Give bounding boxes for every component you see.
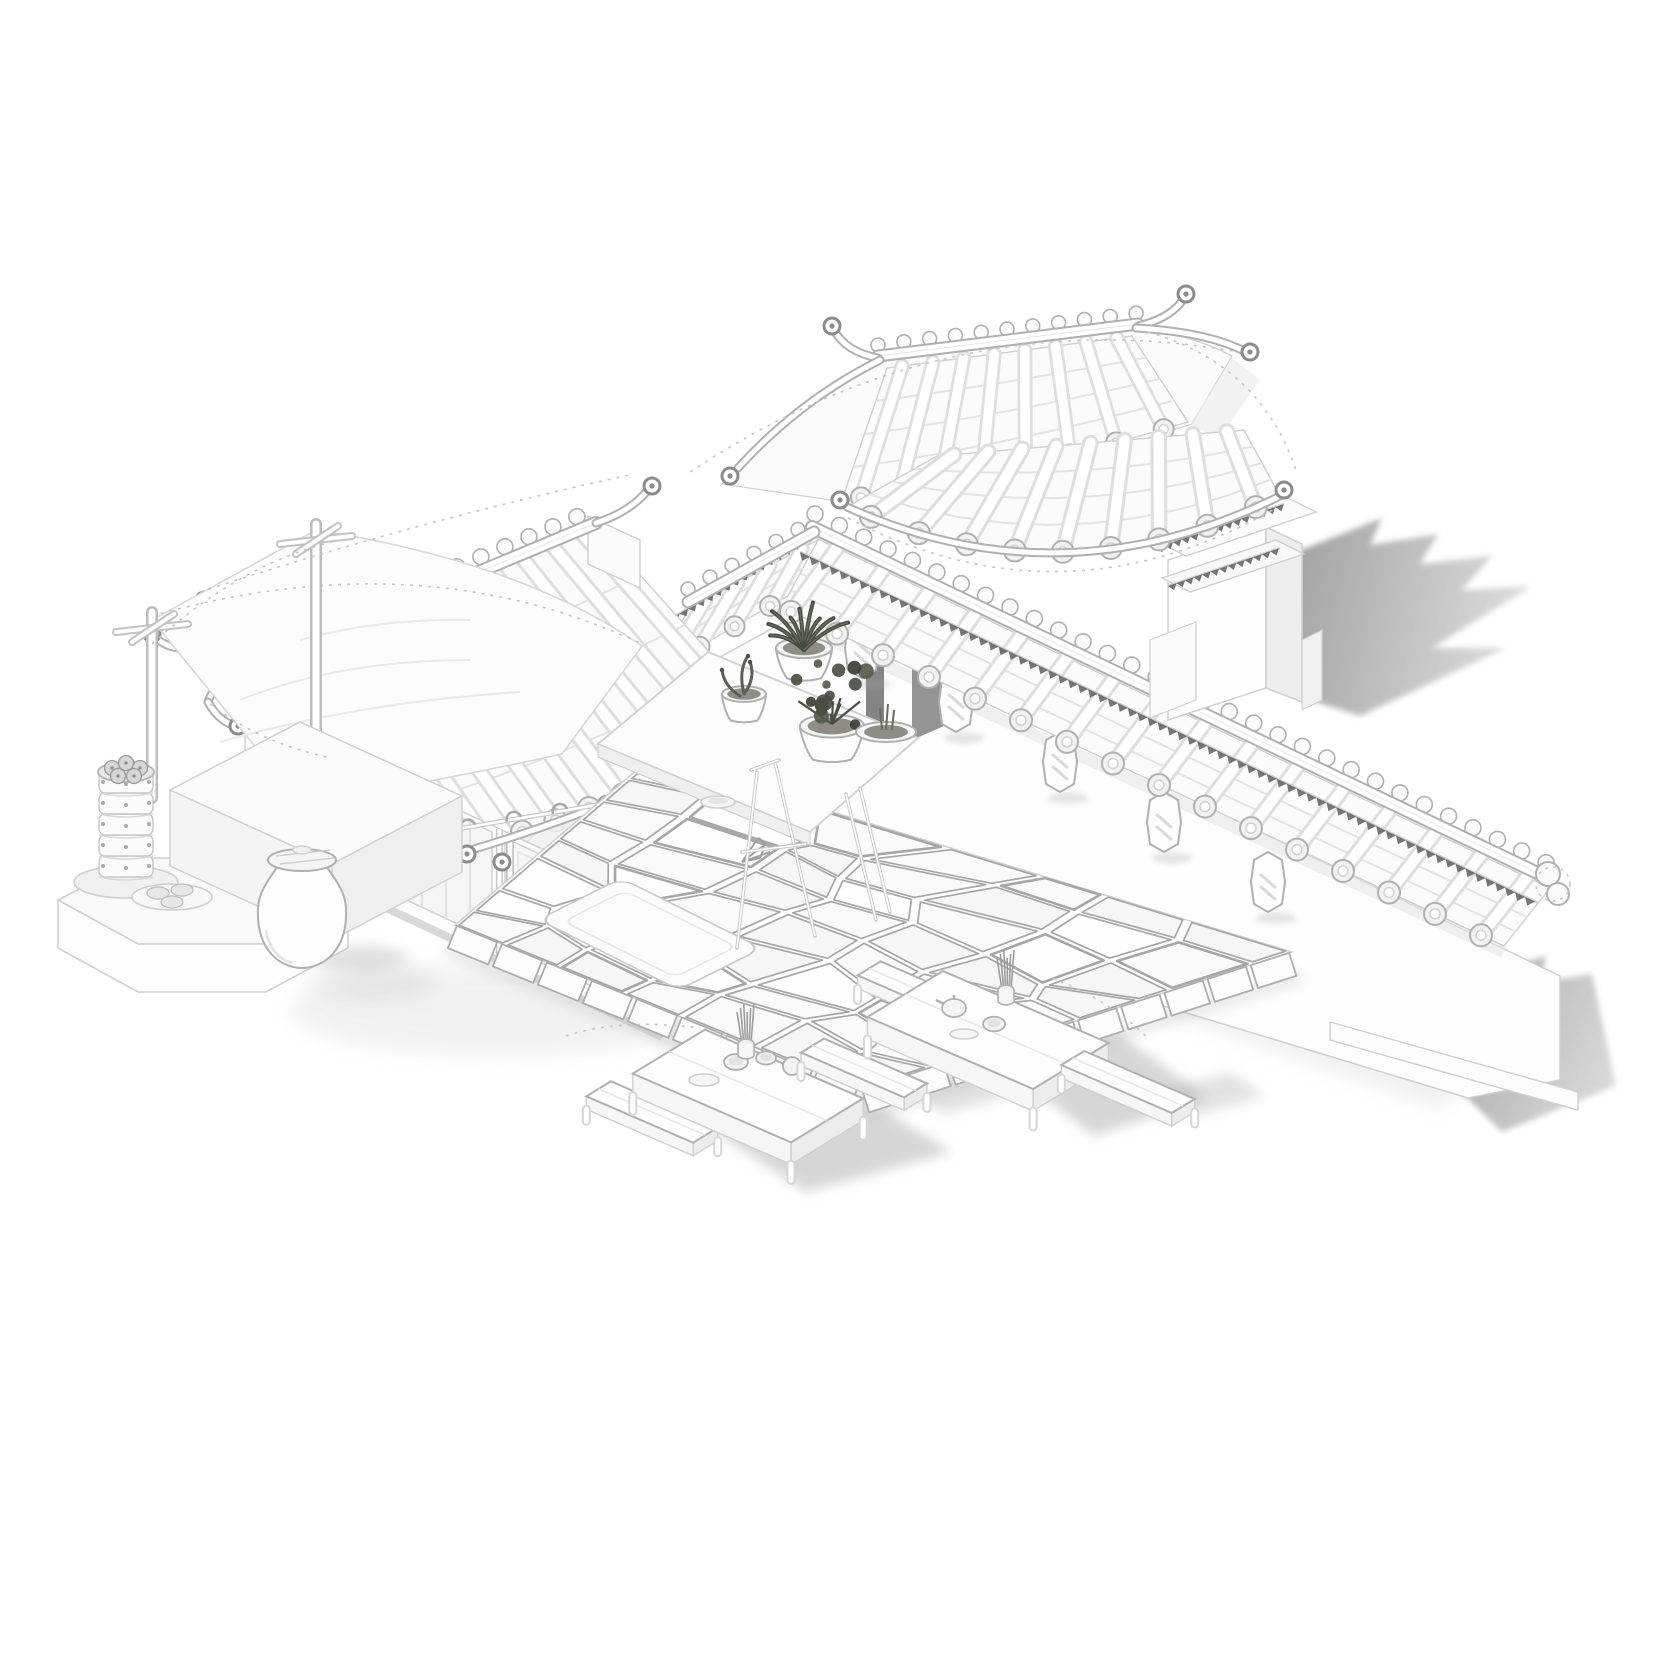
border-brick: [491, 943, 544, 984]
flagstone: [757, 962, 877, 1012]
plate: [949, 1028, 979, 1040]
flagstone: [738, 913, 858, 960]
border-brick: [1249, 952, 1298, 989]
border-brick: [626, 998, 679, 1039]
dining-sets: [581, 949, 1200, 1185]
gatehouse: [720, 284, 1323, 722]
border-brick: [1120, 993, 1168, 1031]
leaf-cluster: [816, 705, 827, 716]
plate: [688, 1073, 720, 1087]
flagstone: [559, 820, 644, 863]
flagstone: [924, 886, 1071, 931]
flagstone: [685, 995, 802, 1046]
gatehouse-shadow: [1296, 518, 1532, 716]
teapot: [941, 998, 967, 1018]
flagstone: [713, 871, 825, 912]
leaf-cluster: [847, 660, 862, 675]
cloth-loop: [505, 810, 523, 823]
wall-plinth: [1329, 1021, 1579, 1111]
flagstone: [1048, 962, 1167, 1000]
leaf-cluster: [805, 696, 817, 708]
drying-rack: [735, 758, 892, 950]
flagstone: [458, 911, 544, 944]
cap-end-tile: [1535, 861, 1561, 887]
leaf-cluster: [822, 680, 831, 689]
potted-plants: [700, 600, 917, 863]
leaf-cluster: [858, 663, 874, 679]
flagstone: [627, 981, 715, 1016]
flagstone: [916, 901, 1039, 953]
storage-jar: [256, 861, 348, 970]
border-brick: [1206, 965, 1255, 1003]
border-brick: [581, 979, 634, 1021]
border-brick: [1163, 979, 1211, 1017]
border-brick: [446, 924, 499, 966]
flagstone: [561, 950, 649, 993]
leaf-cluster: [813, 659, 823, 668]
twig-cactus: [720, 654, 754, 698]
cloth-loop: [551, 802, 569, 815]
leaf-cluster: [849, 719, 861, 730]
flagstone: [475, 889, 552, 926]
flagstone: [1182, 921, 1287, 963]
stone-slab: [544, 881, 756, 987]
border-brick: [536, 961, 589, 1002]
flagstone: [1081, 896, 1184, 939]
leaf-cluster: [790, 673, 803, 686]
leaf-cluster: [831, 663, 846, 677]
food-stall: [56, 721, 464, 993]
flagstone: [1036, 985, 1136, 1019]
flagstone: [539, 839, 610, 890]
flagstone: [507, 927, 584, 966]
flagstone: [1115, 941, 1249, 990]
flagstone: [867, 924, 980, 971]
flagstone: [787, 844, 858, 878]
flagstone: [870, 848, 1037, 885]
leaf-cluster: [848, 677, 862, 691]
flagstone: [999, 876, 1102, 912]
flagstone: [582, 801, 680, 841]
flagstone: [989, 932, 1106, 984]
flagstone: [724, 985, 851, 1020]
ghost-outlines: [151, 331, 1571, 1041]
flagstone: [791, 900, 907, 940]
flagstone: [1050, 913, 1172, 960]
